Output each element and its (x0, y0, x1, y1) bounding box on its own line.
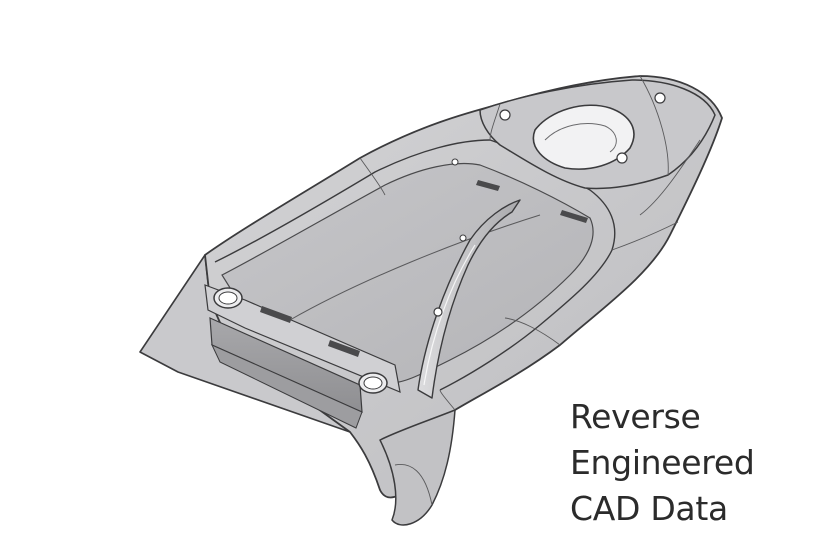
caption-line-3: CAD Data (570, 489, 728, 528)
front-left-hole-inner (218, 291, 238, 305)
patch-line-2 (639, 75, 669, 176)
patch-line-4 (504, 317, 561, 346)
floor-seam-line (289, 214, 541, 321)
rear-hole-3 (616, 152, 628, 164)
slot-1 (260, 306, 292, 323)
slot-4 (560, 210, 588, 223)
front-right-hole-inner (363, 376, 383, 390)
patch-line-3 (611, 221, 679, 251)
rear-hole-4 (451, 158, 459, 166)
rib-top-pin (459, 234, 467, 242)
caption-line-1: Reverse (570, 397, 701, 436)
rear-cutout (532, 104, 635, 170)
slot-3 (476, 180, 500, 191)
diagonal-rib-highlight (423, 244, 476, 386)
rear-hole-2 (654, 92, 666, 104)
patch-line-6 (489, 103, 501, 141)
patch-line-7 (394, 463, 433, 506)
slot-2 (328, 340, 360, 357)
patch-line-5 (439, 389, 456, 411)
front-ledge (204, 284, 401, 393)
caption-line-2: Engineered (570, 443, 755, 482)
patch-line-1 (359, 157, 386, 196)
patch-line-8 (639, 139, 701, 216)
rear-hole-1 (499, 109, 511, 121)
caption-text-block: Reverse Engineered CAD Data (570, 394, 810, 532)
front-inner-wall-lower (210, 343, 363, 429)
rib-pin (433, 307, 443, 317)
diagonal-rib (417, 199, 521, 399)
rear-cutout-inner-edge (544, 123, 617, 153)
